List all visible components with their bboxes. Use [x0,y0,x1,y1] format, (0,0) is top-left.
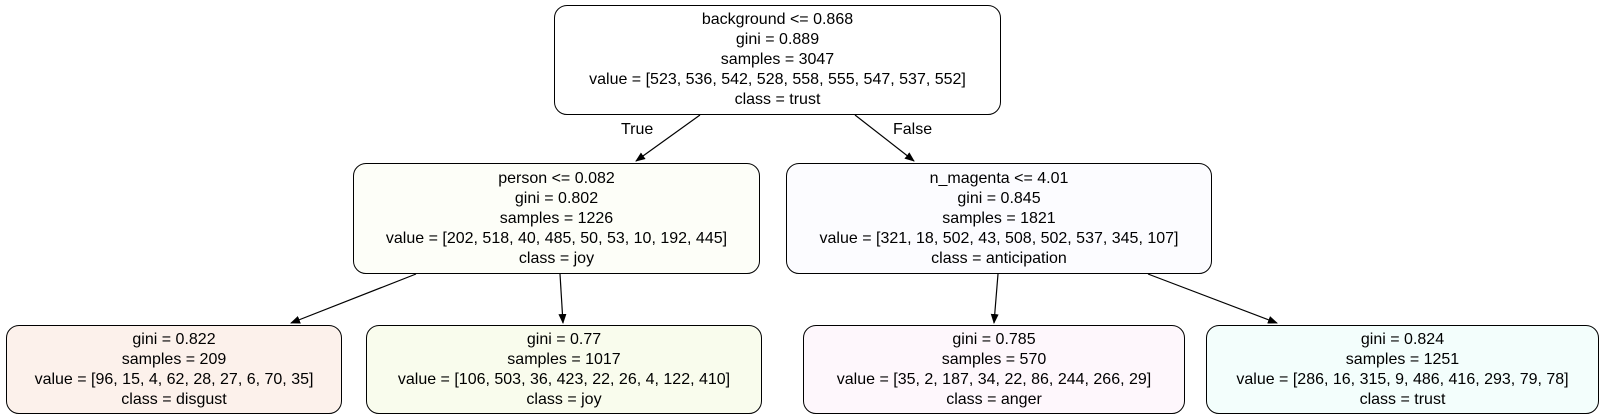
node-class: class = joy [518,249,595,267]
tree-node-leaf-rl: gini = 0.785 samples = 570 value = [35, … [803,325,1185,414]
tree-node-leaf-ll: gini = 0.822 samples = 209 value = [96, … [6,325,342,414]
tree-node-leaf-rr: gini = 0.824 samples = 1251 value = [286… [1206,325,1599,414]
node-split-condition: n_magenta <= 4.01 [929,169,1069,187]
node-value: value = [523, 536, 542, 528, 558, 555, 5… [589,71,966,88]
node-samples: samples = 1821 [942,209,1056,227]
node-gini: gini = 0.785 [952,330,1036,348]
edge-right-to-rr [1147,273,1278,324]
node-split-condition: background <= 0.868 [701,11,854,28]
node-samples: samples = 570 [941,350,1047,368]
node-gini: gini = 0.824 [1360,330,1445,348]
node-gini: gini = 0.845 [957,189,1041,207]
edge-label-false: False [893,121,933,138]
node-value: value = [35, 2, 187, 34, 22, 86, 244, 26… [836,370,1152,388]
tree-node-leaf-lr: gini = 0.77 samples = 1017 value = [106,… [366,325,762,414]
node-class: class = trust [1359,390,1446,408]
node-samples: samples = 1017 [507,350,621,368]
edge-root-to-right [854,114,915,162]
node-value: value = [96, 15, 4, 62, 28, 27, 6, 70, 3… [34,370,314,388]
node-gini: gini = 0.77 [526,330,602,348]
node-class: class = joy [526,390,602,408]
node-gini: gini = 0.889 [735,31,820,48]
node-value: value = [286, 16, 315, 9, 486, 416, 293,… [1236,370,1569,388]
edge-root-to-left [635,114,701,162]
node-samples: samples = 1226 [499,209,614,227]
node-samples: samples = 209 [121,350,227,368]
tree-node-root: background <= 0.868 gini = 0.889 samples… [554,5,1001,115]
edge-left-to-lr [558,273,567,324]
node-gini: gini = 0.822 [132,330,216,348]
node-samples: samples = 3047 [720,51,835,68]
node-class: class = anticipation [931,249,1067,267]
node-value: value = [106, 503, 36, 423, 22, 26, 4, 1… [397,370,731,388]
tree-node-left: person <= 0.082 gini = 0.802 samples = 1… [353,163,760,274]
node-split-condition: person <= 0.082 [498,169,615,187]
edge-label-true: True [621,121,654,138]
node-class: class = trust [734,91,821,108]
node-class: class = anger [946,390,1042,408]
node-gini: gini = 0.802 [514,189,599,207]
edge-right-to-rl [990,273,999,324]
node-value: value = [321, 18, 502, 43, 508, 502, 537… [819,229,1179,247]
node-class: class = disgust [121,390,227,408]
node-value: value = [202, 518, 40, 485, 50, 53, 10, … [385,229,728,247]
tree-node-right: n_magenta <= 4.01 gini = 0.845 samples =… [786,163,1212,274]
edge-left-to-ll [290,273,417,324]
node-samples: samples = 1251 [1345,350,1460,368]
